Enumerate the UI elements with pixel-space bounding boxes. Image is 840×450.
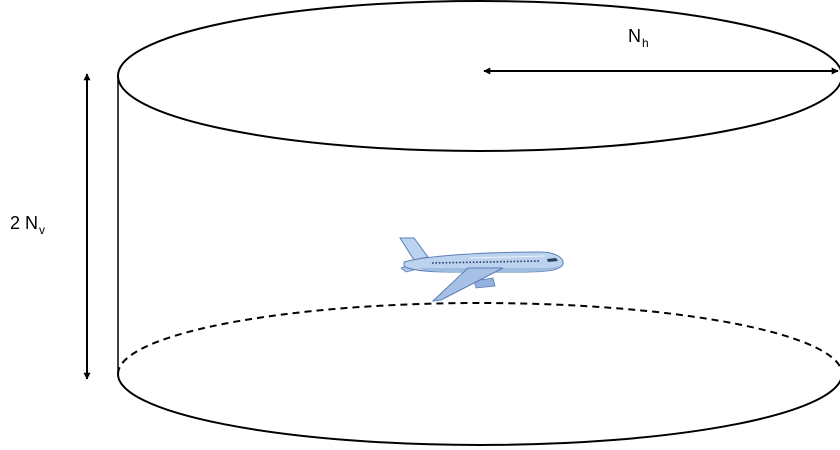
vertical-dimension-label: 2 Nv xyxy=(10,213,46,237)
horizontal-dimension-label: Nh xyxy=(628,26,649,50)
cylinder-bottom-back-arc xyxy=(117,302,840,375)
cylinder-bottom-front-arc xyxy=(117,373,840,446)
airplane-icon xyxy=(399,237,564,302)
cylinder-top-ellipse xyxy=(117,0,840,152)
